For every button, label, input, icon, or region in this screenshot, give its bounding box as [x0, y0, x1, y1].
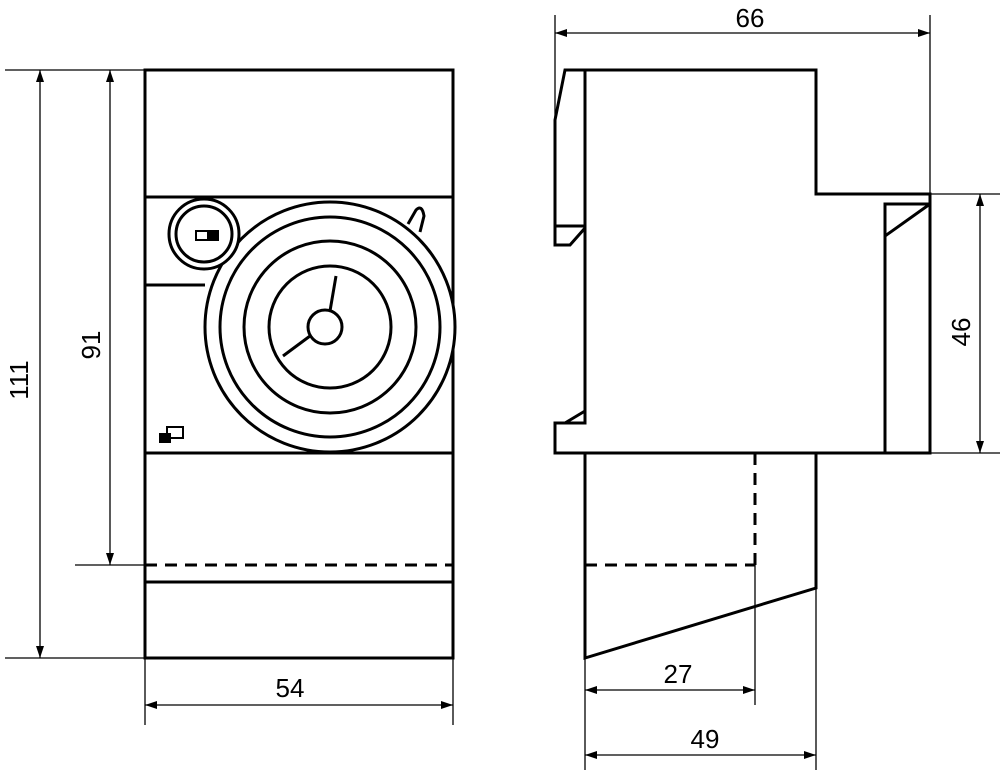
dim-91-label: 91 [76, 331, 106, 360]
dial-tab [406, 206, 426, 233]
dimension-49: 49 [585, 588, 817, 770]
dial-pointer [282, 334, 311, 358]
dimension-54: 54 [144, 658, 454, 725]
dimension-91: 91 [75, 70, 145, 566]
dial-pointer [328, 275, 338, 312]
dim-49-label: 49 [691, 724, 720, 754]
dial [203, 200, 457, 454]
dim-46-label: 46 [946, 318, 976, 347]
dim-66-label: 66 [736, 3, 765, 33]
front-outline [143, 68, 455, 660]
front-view [143, 68, 457, 660]
mode-icon [159, 426, 184, 443]
dimension-111: 111 [4, 69, 145, 659]
dimension-27: 27 [584, 565, 756, 770]
dimension-46: 46 [930, 193, 1000, 454]
dim-54-label: 54 [276, 673, 305, 703]
dim-27-label: 27 [664, 659, 693, 689]
dimension-66: 66 [554, 3, 931, 194]
side-view [553, 68, 932, 661]
dim-111-label: 111 [4, 360, 34, 400]
switch-circle [167, 197, 241, 271]
